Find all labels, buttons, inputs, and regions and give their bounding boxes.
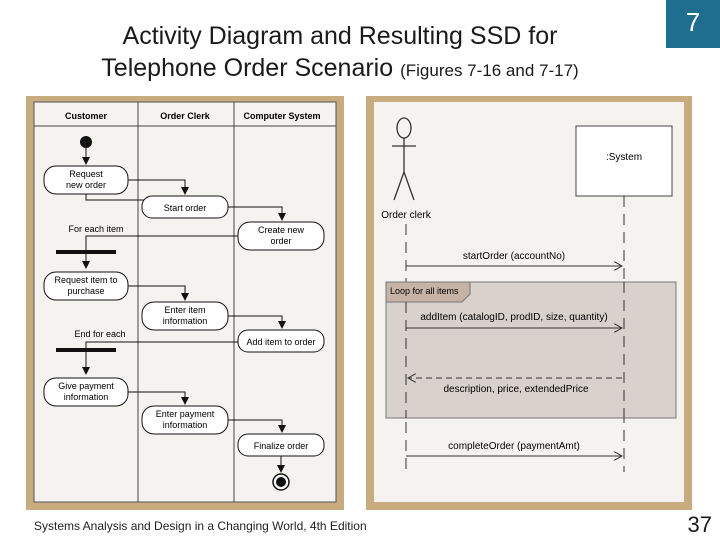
request-new-order-line2: new order: [66, 180, 106, 190]
page-number: 37: [687, 512, 712, 537]
msg-start-order: startOrder (accountNo): [463, 251, 565, 262]
system-box: [575, 125, 673, 197]
chapter-badge: 7: [666, 0, 720, 48]
add-item-label: Add item to order: [246, 337, 315, 347]
enter-payment-line1: Enter payment: [156, 409, 215, 419]
fork-bar-top: [56, 250, 116, 254]
final-node-inner: [276, 477, 286, 487]
enter-payment-line2: information: [163, 420, 208, 430]
enter-item-line2: information: [163, 316, 208, 326]
msg-return-values: description, price, extendedPrice: [443, 384, 589, 395]
title-suffix: (Figures 7-16 and 7-17): [400, 61, 579, 80]
footer-text: Systems Analysis and Design in a Changin…: [34, 519, 367, 533]
msg-complete-order: completeOrder (paymentAmt): [448, 441, 580, 452]
lane-computer-system: Computer System: [243, 111, 320, 121]
msg-add-item: addItem (catalogID, prodID, size, quanti…: [420, 312, 607, 323]
enter-item-line1: Enter item: [164, 305, 205, 315]
activity-add-item: [237, 329, 325, 353]
create-new-order-line1: Create new: [258, 225, 305, 235]
give-payment-line1: Give payment: [58, 381, 114, 391]
loop-label-tab: [385, 281, 471, 303]
slide-title: Activity Diagram and Resulting SSD for T…: [40, 20, 640, 87]
finalize-order-label: Finalize order: [254, 441, 309, 451]
lane-order-clerk: Order Clerk: [160, 111, 211, 121]
request-new-order-line1: Request: [69, 169, 103, 179]
request-item-line1: Request item to: [54, 275, 117, 285]
system-sequence-diagram: Order clerk :System startOrder (accountN…: [366, 96, 692, 510]
join-bar-bottom: [56, 348, 116, 352]
initial-node: [80, 136, 92, 148]
actor-order-clerk-icon: [392, 117, 416, 201]
title-line1: Activity Diagram and Resulting SSD for: [122, 22, 558, 50]
system-label: :System: [606, 152, 642, 163]
loop-frame: [385, 281, 677, 419]
title-line2: Telephone Order Scenario: [101, 54, 394, 82]
lane-customer: Customer: [65, 111, 108, 121]
actor-label: Order clerk: [381, 210, 431, 221]
create-new-order-line2: order: [270, 236, 291, 246]
loop-label: Loop for all items: [390, 286, 459, 296]
activity-diagram: Customer Order Clerk Computer System Req…: [26, 96, 344, 510]
end-for-each-label: End for each: [74, 329, 125, 339]
request-item-line2: purchase: [67, 286, 104, 296]
give-payment-line2: information: [64, 392, 109, 402]
for-each-label: For each item: [68, 224, 123, 234]
start-order-label: Start order: [164, 203, 207, 213]
